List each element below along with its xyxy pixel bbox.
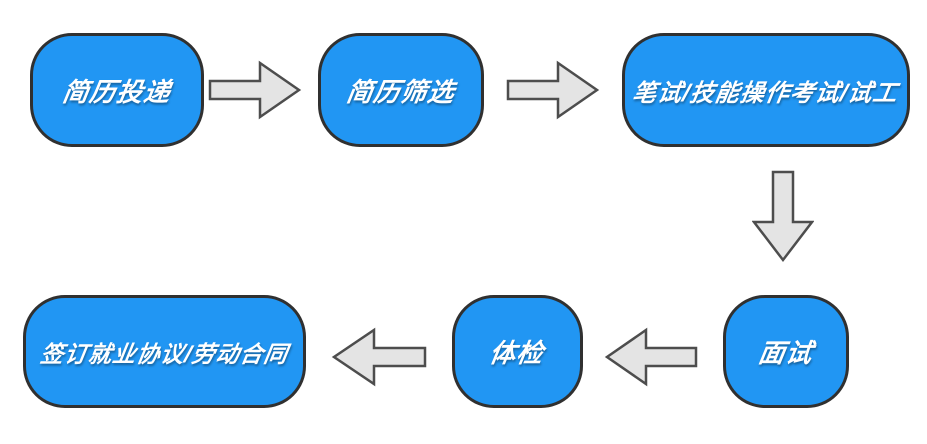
arrow-down-icon bbox=[752, 170, 814, 263]
flow-node-label: 笔试/技能操作考试/试工 bbox=[630, 79, 901, 107]
arrow-right-icon bbox=[208, 60, 302, 120]
flow-node-label: 签订就业协议/劳动合同 bbox=[38, 340, 290, 367]
flow-node-sign-contract: 签订就业协议/劳动合同 bbox=[23, 295, 306, 408]
arrow-right-icon bbox=[506, 60, 600, 120]
flow-node-label: 简历筛选 bbox=[344, 76, 458, 107]
flow-node-interview: 面试 bbox=[723, 295, 849, 408]
flow-node-label: 体检 bbox=[487, 338, 547, 368]
arrow-left-icon bbox=[331, 327, 427, 387]
arrow-left-icon bbox=[604, 327, 698, 387]
flow-node-label: 面试 bbox=[756, 338, 816, 368]
flow-node-resume-submission: 简历投递 bbox=[30, 33, 204, 147]
flow-node-physical-exam: 体检 bbox=[452, 295, 583, 408]
flow-node-written-skill-test: 笔试/技能操作考试/试工 bbox=[622, 33, 910, 147]
flow-node-resume-screening: 简历筛选 bbox=[318, 33, 484, 147]
flow-node-label: 简历投递 bbox=[60, 76, 174, 107]
